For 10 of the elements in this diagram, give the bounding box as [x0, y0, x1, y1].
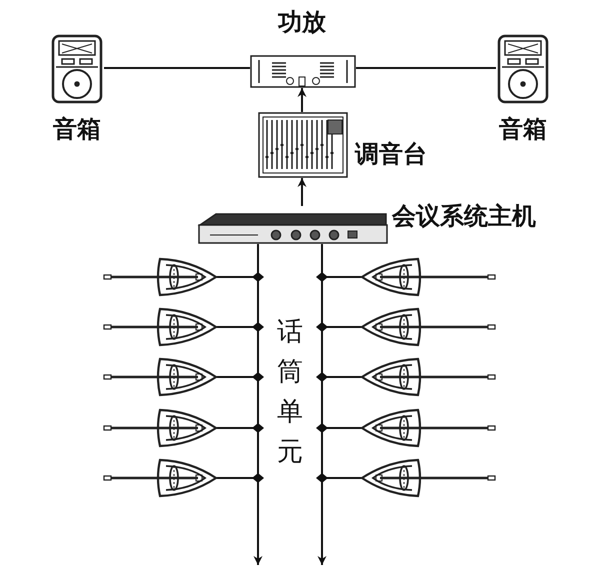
connector-line	[104, 67, 250, 69]
device-label: 会议系统主机	[392, 202, 536, 230]
arrow	[298, 88, 306, 112]
arrow	[298, 178, 306, 206]
device-label: 音箱	[499, 115, 547, 143]
device-label: 音箱	[53, 115, 101, 143]
connector-line	[356, 67, 496, 69]
device-label: 功放	[278, 8, 326, 36]
device-label: 调音台	[355, 140, 427, 168]
group-label: 话筒单元	[276, 316, 304, 469]
